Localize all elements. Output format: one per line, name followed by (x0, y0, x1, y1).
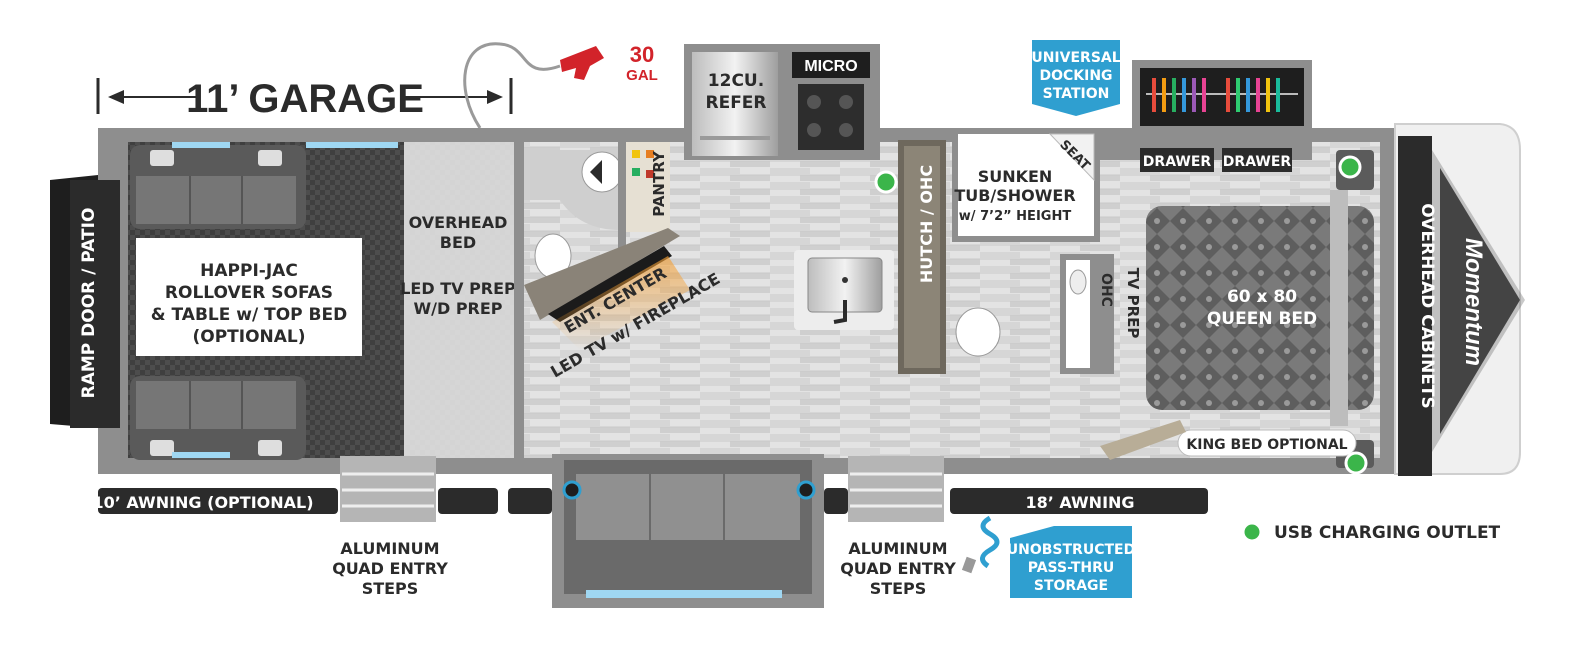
ohc-label: OHC (1098, 273, 1114, 307)
king-bed-optional: KING BED OPTIONAL (1177, 429, 1357, 457)
steps-right-label-3: STEPS (870, 579, 927, 598)
overhead-cabinets-label: OVERHEAD CABINETS (1417, 203, 1437, 408)
overhead-bed (404, 142, 514, 458)
sofas-label-3: & TABLE w/ TOP BED (151, 305, 347, 325)
half-bath (524, 140, 626, 279)
steps-left-label-3: STEPS (362, 579, 419, 598)
living-sofa-slide (552, 454, 824, 608)
overhead-bed-label-1: OVERHEAD (409, 213, 508, 232)
drawer-left-label: DRAWER (1143, 154, 1212, 170)
entry-steps-left (340, 456, 436, 522)
awning-10-label: 10’ AWNING (OPTIONAL) (92, 493, 313, 512)
awning-18: 18’ AWNING (824, 488, 1208, 514)
usb-legend-icon (1241, 521, 1263, 543)
sofa-table-label-box: HAPPI-JAC ROLLOVER SOFAS & TABLE w/ TOP … (136, 238, 362, 356)
fuel-station: 30 GAL (463, 42, 658, 129)
queen-bed: 60 x 80 QUEEN BED (1146, 190, 1374, 426)
pantry: PANTRY (626, 142, 670, 232)
steps-left-label-1: ALUMINUM (340, 539, 439, 558)
bath-vanity: OHC (1060, 254, 1114, 374)
tub-label-1: SUNKEN (978, 167, 1053, 186)
docking-label-3: STATION (1043, 86, 1110, 102)
overhead-cabinets: OVERHEAD CABINETS (1398, 136, 1437, 476)
refrigerator: 12CU. REFER (684, 44, 784, 160)
refer-label-1: 12CU. (708, 71, 764, 91)
docking-label-1: UNIVERSAL (1031, 50, 1120, 66)
fuel-nozzle-icon (560, 46, 604, 80)
happi-jac-sofa-top (130, 145, 306, 229)
docking-label-2: DOCKING (1039, 68, 1112, 84)
hutch: HUTCH / OHC (898, 140, 946, 374)
king-bed-label: KING BED OPTIONAL (1186, 437, 1347, 453)
fuel-qty: 30 (630, 42, 654, 67)
kitchen-island (794, 250, 894, 330)
steps-right-label-2: QUAD ENTRY (840, 559, 956, 578)
usb-legend-label: USB CHARGING OUTLET (1274, 523, 1501, 543)
steps-right-label-1: ALUMINUM (848, 539, 947, 558)
steps-left-label-2: QUAD ENTRY (332, 559, 448, 578)
bedroom-door (1100, 420, 1186, 460)
brand-logo: Momentum (1460, 238, 1487, 366)
wardrobe-slide: DRAWER DRAWER (1132, 60, 1312, 172)
tub-label-3: w/ 7’2” HEIGHT (959, 209, 1072, 224)
usb-outlet-dot (874, 170, 898, 194)
sofas-label-1: HAPPI-JAC (200, 261, 298, 281)
garage-dimension: 11’ GARAGE (96, 77, 513, 121)
drawer-right-label: DRAWER (1223, 154, 1292, 170)
queen-bed-label-1: 60 x 80 (1227, 287, 1297, 307)
storage-label-1: UNOBSTRUCTED (1007, 542, 1135, 558)
window (172, 452, 230, 458)
usb-legend: USB CHARGING OUTLET (1241, 521, 1501, 543)
fuel-unit: GAL (626, 67, 658, 84)
universal-docking-callout: UNIVERSAL DOCKING STATION (1031, 40, 1121, 116)
tv-prep-label: TV PREP (1124, 268, 1142, 339)
pass-thru-storage-callout: UNOBSTRUCTED PASS-THRU STORAGE (1007, 526, 1135, 598)
tub-shower: SEAT SUNKEN TUB/SHOWER w/ 7’2” HEIGHT (952, 128, 1100, 242)
hutch-label: HUTCH / OHC (917, 165, 936, 283)
usb-outlet-dot (1344, 451, 1368, 475)
ramp-door-label: RAMP DOOR / PATIO (79, 208, 99, 399)
usb-outlet-dot (1338, 155, 1362, 179)
queen-bed-label-2: QUEEN BED (1207, 309, 1317, 329)
sofas-label-2: ROLLOVER SOFAS (165, 283, 333, 303)
entry-steps-right (848, 456, 944, 522)
sofas-label-4: (OPTIONAL) (192, 327, 305, 347)
tub-label-2: TUB/SHOWER (954, 186, 1075, 205)
hanging-clothes (1152, 78, 1280, 112)
happi-jac-sofa-bottom (130, 376, 306, 460)
sewer-hose-icon (980, 515, 1000, 569)
led-tv-prep-label-2: W/D PREP (413, 299, 502, 318)
window (306, 142, 398, 148)
led-tv-prep-label-1: LED TV PREP (400, 279, 516, 298)
overhead-bed-label-2: BED (440, 233, 476, 252)
garage-label: 11’ GARAGE (186, 77, 424, 121)
micro-label: MICRO (804, 58, 857, 75)
storage-label-3: STORAGE (1034, 578, 1108, 594)
garage-partition-wall (514, 142, 524, 458)
storage-label-2: PASS-THRU (1028, 560, 1115, 576)
ramp-door: RAMP DOOR / PATIO (50, 175, 120, 428)
awning-18-label: 18’ AWNING (1025, 493, 1134, 512)
bedroom-toilet (955, 307, 1001, 357)
awning-10: 10’ AWNING (OPTIONAL) (92, 488, 552, 514)
refer-label-2: REFER (705, 93, 766, 113)
pantry-label: PANTRY (650, 150, 668, 217)
microwave-range: MICRO (784, 44, 880, 160)
window (172, 142, 230, 148)
